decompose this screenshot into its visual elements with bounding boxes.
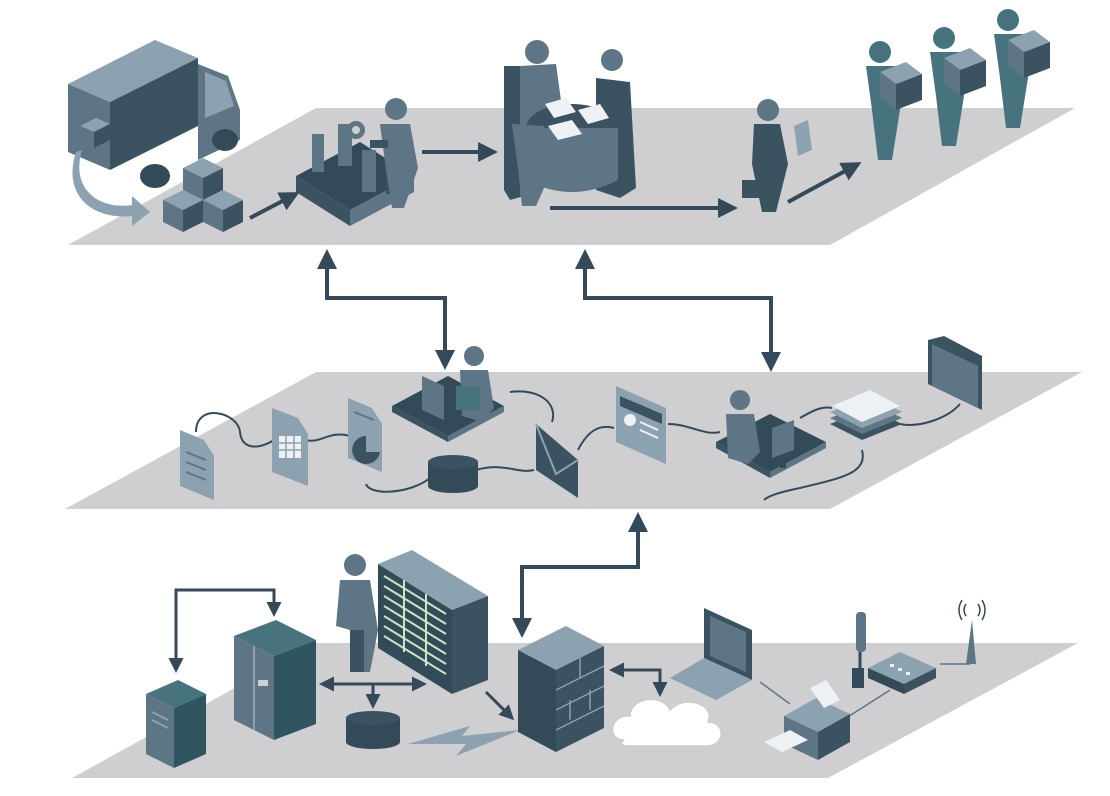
flow-salesman-to-customers [787,162,862,204]
link-spreadsheet-pie [305,433,351,442]
infrastructure-links [168,588,668,721]
paper-stack-icon [830,390,902,440]
link-workstation-envelope [509,390,555,423]
lightning-link-icon [408,726,520,756]
cable-laptop-printer [759,681,791,705]
computer-workstation-icon [716,390,826,478]
connector-meeting-workstation [575,249,781,372]
firewall-icon [518,626,605,752]
envelope-icon [535,423,579,498]
telephone-icon [852,612,866,688]
link-document-spreadsheet [195,412,275,448]
conveyor-worker-icon [296,98,418,226]
link-firewall-laptop [609,662,668,697]
link-rack-firewall [484,690,515,721]
fax-machine-icon [868,652,936,694]
server-cabinet-icon [234,620,316,740]
flow-boxes-to-conveyor [249,192,300,220]
server-tower-icon [146,680,206,768]
connector-info-firewall [512,512,648,638]
server-rack-icon [378,550,488,694]
package-boxes-icon [163,158,243,232]
link-database-envelope [475,466,535,472]
laptop-icon [670,608,752,700]
database-icon [428,455,478,493]
meeting-table-icon [504,40,636,206]
link-server-tower-server-cabinet [168,588,282,673]
link-papers-folder [899,403,961,426]
antenna-icon [958,599,986,664]
link-envelope-dashboard [577,425,615,451]
link-dashboard-workstation [667,423,721,434]
customers-with-boxes-icon [866,9,1050,160]
database-icon [346,711,400,749]
delivery-truck-icon [68,40,240,226]
document-icon [180,430,214,500]
computer-workstation-icon [392,346,504,442]
printer-icon [764,680,850,760]
technician-icon [336,554,378,672]
information-layer [65,372,1082,509]
cloud-icon [611,698,722,747]
rack-units [383,575,447,675]
connector-conveyor-workstation [317,249,455,370]
link-pie-database [365,477,431,493]
dashboard-report-icon [616,386,666,464]
salesman-icon [742,99,812,212]
spreadsheet-icon [272,408,308,486]
business-flow-arrows [249,142,862,220]
pie-chart-report-icon [348,398,382,472]
folder-icon [928,336,982,410]
information-links [195,390,961,501]
link-papers-bottom [763,449,864,501]
layer-connectors [317,249,781,638]
link-workstation-papers [799,406,833,419]
